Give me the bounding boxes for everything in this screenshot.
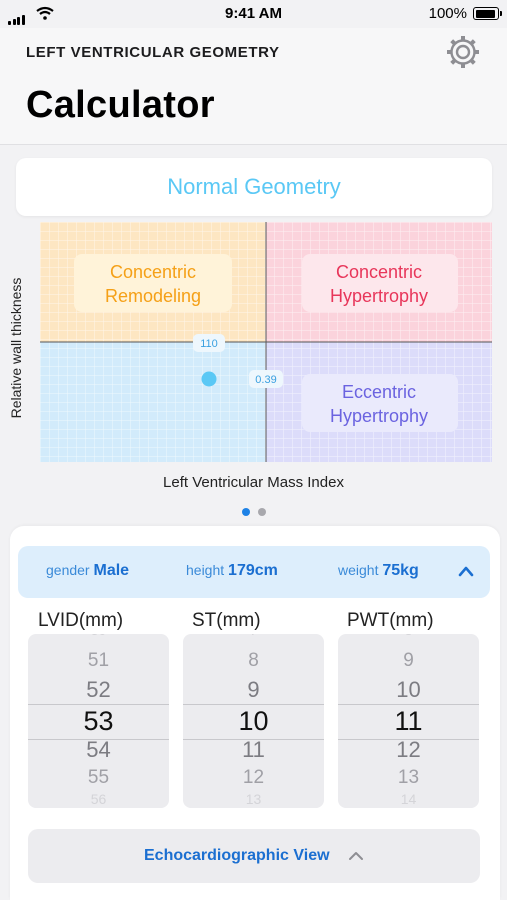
status-bar: 9:41 AM 100% bbox=[0, 0, 507, 28]
lvid-label: LVID(mm) bbox=[38, 610, 124, 631]
picker-value[interactable]: 56 bbox=[90, 791, 107, 807]
picker-value[interactable]: 11 bbox=[242, 737, 265, 762]
x-axis-label: Left Ventricular Mass Index bbox=[163, 474, 344, 491]
gear-icon[interactable] bbox=[445, 34, 481, 70]
app-subtitle: LEFT VENTRICULAR GEOMETRY bbox=[26, 44, 280, 61]
picker-value[interactable]: 51 bbox=[87, 650, 110, 671]
page-dot-active[interactable] bbox=[241, 508, 250, 516]
picker-value[interactable]: 8 bbox=[338, 634, 479, 640]
label-concentric-remodeling-2: Remodeling bbox=[105, 286, 201, 306]
picker-value[interactable]: 50 bbox=[28, 634, 169, 640]
picker-value[interactable]: 52 bbox=[86, 677, 111, 702]
y-threshold-badge bbox=[249, 370, 283, 388]
height-item: height 179cm bbox=[186, 562, 278, 580]
picker-value[interactable]: 9 bbox=[403, 650, 414, 671]
label-box-concentric-remodeling bbox=[74, 254, 232, 312]
page-indicator[interactable] bbox=[0, 503, 507, 521]
picker-value[interactable]: 13 bbox=[245, 791, 262, 807]
gender-label: gender bbox=[46, 562, 90, 578]
page-dot[interactable] bbox=[257, 508, 266, 516]
patient-data-point bbox=[201, 371, 217, 387]
battery-icon bbox=[473, 7, 502, 20]
picker-value[interactable]: 7 bbox=[183, 634, 324, 640]
echocardiographic-view-button[interactable]: Echocardiographic View bbox=[28, 829, 480, 883]
chevron-up-icon bbox=[349, 852, 363, 861]
page-title: Calculator bbox=[26, 84, 215, 126]
gender-value: Male bbox=[93, 562, 130, 579]
picker-value[interactable]: 55 bbox=[87, 767, 110, 788]
height-value: 179cm bbox=[228, 562, 278, 579]
label-concentric-remodeling-1: Concentric bbox=[110, 262, 196, 282]
picker-value[interactable]: 8 bbox=[248, 650, 259, 671]
echo-button-label: Echocardiographic View bbox=[28, 847, 480, 865]
picker-selected-value[interactable]: 11 bbox=[394, 706, 423, 736]
cellular-signal-icon bbox=[8, 8, 26, 25]
gender-item: gender Male bbox=[46, 562, 129, 580]
label-box-eccentric-hypertrophy bbox=[302, 374, 458, 432]
picker-value[interactable]: 13 bbox=[397, 767, 420, 788]
header: LEFT VENTRICULAR GEOMETRY Calculator bbox=[0, 28, 507, 145]
weight-item: weight 75kg bbox=[338, 562, 419, 580]
x-threshold-value: 110 bbox=[200, 338, 218, 350]
y-threshold-value: 0.39 bbox=[255, 374, 276, 386]
picker-value[interactable]: 10 bbox=[396, 677, 421, 702]
label-concentric-hypertrophy-2: Hypertrophy bbox=[330, 286, 428, 306]
picker-value[interactable]: 12 bbox=[396, 737, 421, 762]
geometry-quadrant-chart[interactable]: Concentric Remodeling Concentric Hypertr… bbox=[40, 222, 492, 462]
geometry-result-card: Normal Geometry bbox=[16, 158, 492, 216]
picker-value[interactable]: 54 bbox=[86, 737, 111, 762]
battery-percentage: 100% bbox=[428, 5, 467, 22]
wifi-icon bbox=[36, 6, 54, 20]
weight-label: weight bbox=[338, 562, 379, 578]
picker-value[interactable]: 9 bbox=[247, 677, 260, 702]
chevron-up-icon[interactable] bbox=[458, 565, 474, 577]
weight-value: 75kg bbox=[382, 562, 419, 579]
picker-value[interactable]: 14 bbox=[400, 791, 417, 807]
label-eccentric-hypertrophy-1: Eccentric bbox=[342, 382, 416, 402]
label-eccentric-hypertrophy-2: Hypertrophy bbox=[330, 406, 428, 426]
x-threshold-badge bbox=[193, 334, 225, 352]
status-time: 9:41 AM bbox=[225, 5, 282, 22]
picker-selected-value[interactable]: 53 bbox=[83, 706, 114, 736]
picker-value[interactable]: 12 bbox=[242, 767, 265, 788]
label-box-concentric-hypertrophy bbox=[302, 254, 458, 312]
picker-selected-value[interactable]: 10 bbox=[238, 706, 269, 736]
pwt-label: PWT(mm) bbox=[347, 610, 434, 631]
height-label: height bbox=[186, 562, 225, 578]
y-axis-label: Relative wall thickness bbox=[8, 277, 24, 419]
label-concentric-hypertrophy-1: Concentric bbox=[336, 262, 422, 282]
patient-info-bar[interactable]: gender Male height 179cm weight 75kg bbox=[18, 546, 490, 598]
st-label: ST(mm) bbox=[192, 610, 261, 631]
